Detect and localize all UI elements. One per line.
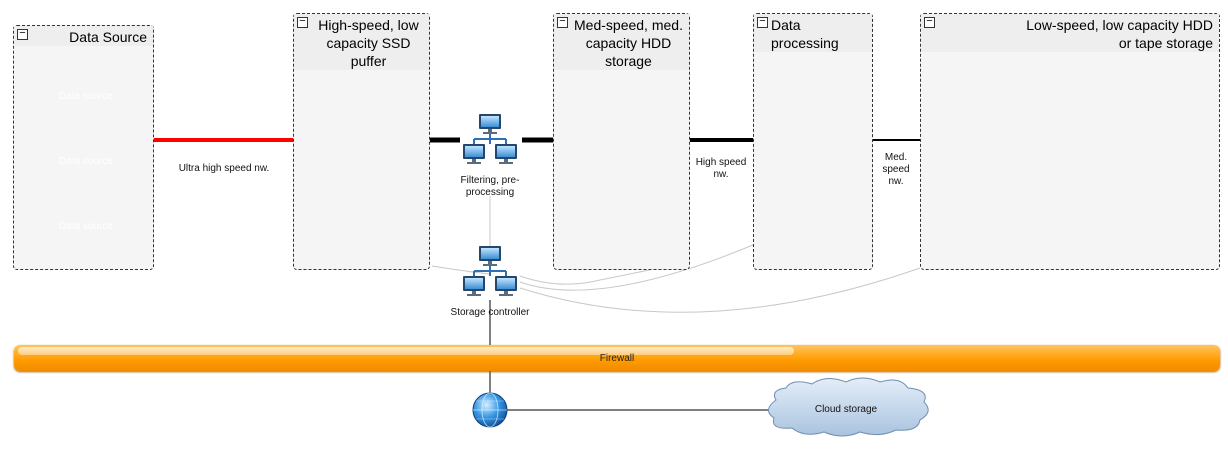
- data-source-label: Data source: [59, 221, 113, 232]
- data-source-label: Data source: [59, 156, 113, 167]
- collapse-icon[interactable]: −: [557, 16, 568, 28]
- group-title-text: Data processing: [771, 17, 839, 51]
- firewall-highlight: [18, 347, 794, 355]
- ultra-link-label: Ultra high speed nw.: [178, 163, 270, 174]
- collapse-icon[interactable]: −: [17, 28, 28, 40]
- collapse-icon[interactable]: −: [297, 16, 308, 28]
- group-archive-storage: − Low-speed, low capacity HDD or tape st…: [920, 13, 1220, 270]
- group-hdd-storage: − Med-speed, med. capacity HDD storage: [553, 13, 690, 270]
- internet-globe-icon[interactable]: [472, 392, 508, 428]
- high-link-label: High speed nw.: [695, 157, 747, 180]
- collapse-icon[interactable]: −: [757, 16, 768, 28]
- collapse-icon[interactable]: −: [924, 16, 935, 28]
- firewall-label: Firewall: [599, 353, 635, 364]
- cloud-storage-label: Cloud storage: [814, 404, 878, 415]
- filtering-label: Filtering, pre-processing: [460, 175, 520, 198]
- group-title-text: Low-speed, low capacity HDD or tape stor…: [1026, 17, 1213, 51]
- group-title-text: Med-speed, med. capacity HDD storage: [574, 17, 683, 69]
- group-data-processing: − Data processing: [753, 13, 873, 270]
- group-title: − Data Source: [14, 26, 153, 46]
- group-title: − Data processing: [754, 14, 872, 52]
- group-title: − Low-speed, low capacity HDD or tape st…: [921, 14, 1219, 52]
- data-source-label: Data source: [59, 91, 113, 102]
- group-ssd-puffer: − High-speed, low capacity SSD puffer: [293, 13, 430, 270]
- filtering-network-icon[interactable]: [463, 114, 517, 164]
- storage-controller-icon[interactable]: [463, 246, 517, 296]
- group-title-text: Data Source: [69, 29, 147, 45]
- med-link-label: Med. speed nw.: [882, 152, 910, 187]
- group-title: − High-speed, low capacity SSD puffer: [294, 14, 429, 70]
- storage-controller-label: Storage controller: [450, 307, 530, 318]
- firewall-bar[interactable]: Firewall: [14, 345, 1220, 371]
- group-title: − Med-speed, med. capacity HDD storage: [554, 14, 689, 70]
- group-data-source: − Data Source: [13, 25, 154, 270]
- group-title-text: High-speed, low capacity SSD puffer: [318, 17, 419, 69]
- cloud-storage-shape[interactable]: [768, 377, 929, 437]
